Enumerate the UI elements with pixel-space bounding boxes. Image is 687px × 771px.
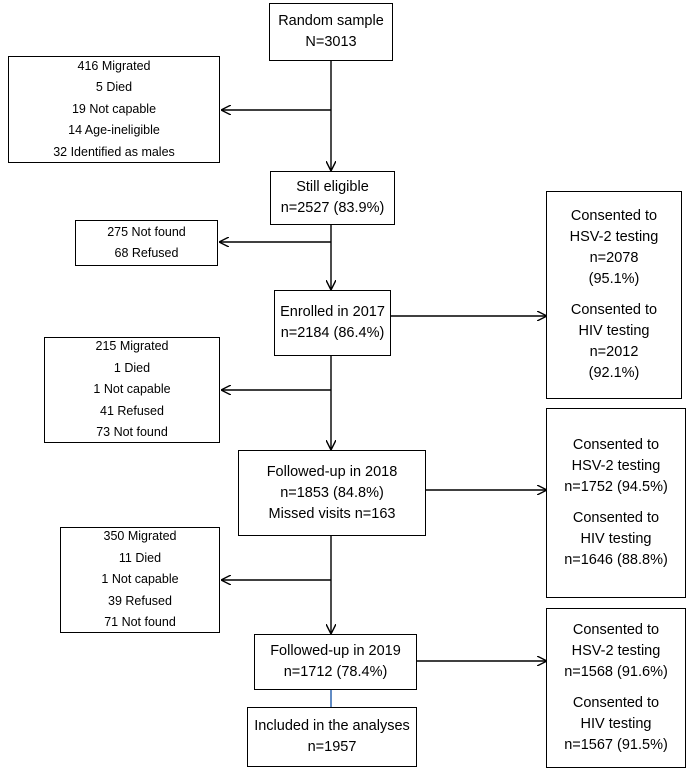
excluded-4-box: 350 Migrated 11 Died 1 Not capable 39 Re… <box>60 527 220 633</box>
followed-2019-count: n=1712 (78.4%) <box>283 664 388 680</box>
excluded-4-line: 350 Migrated <box>103 529 177 544</box>
consent-2017-hiv-line: n=2012 <box>589 344 639 360</box>
consent-2018-hiv-line: Consented to <box>572 510 660 526</box>
consent-2019-box: Consented to HSV-2 testing n=1568 (91.6%… <box>546 608 686 768</box>
excluded-1-line: 19 Not capable <box>71 101 157 116</box>
followed-2018-missed: Missed visits n=163 <box>268 505 396 522</box>
consent-2018-hsv-line: Consented to <box>572 437 660 453</box>
consent-2018-hiv-line: HIV testing <box>580 531 652 547</box>
random-sample-box: Random sample N=3013 <box>269 3 393 61</box>
consent-2017-hsv-line: HSV-2 testing <box>569 229 659 245</box>
consent-2018-hiv-line: n=1646 (88.8%) <box>564 552 668 568</box>
followed-2018-label: Followed-up in 2018 <box>266 463 398 480</box>
consent-2019-hsv-line: Consented to <box>572 622 660 638</box>
consent-2018-hsv-line: HSV-2 testing <box>571 458 661 474</box>
consent-2019-hsv-line: n=1568 (91.6%) <box>564 664 668 680</box>
excluded-2-line: 275 Not found <box>107 224 186 239</box>
enrolled-2017-label: Enrolled in 2017 <box>280 304 385 320</box>
consent-2019-hiv-line: n=1567 (91.5%) <box>564 737 668 753</box>
excluded-1-line: 5 Died <box>95 80 133 95</box>
excluded-2-line: 68 Refused <box>114 246 179 260</box>
still-eligible-count: n=2527 (83.9%) <box>280 200 385 216</box>
random-sample-label: Random sample <box>278 13 384 29</box>
still-eligible-box: Still eligible n=2527 (83.9%) <box>270 171 395 225</box>
excluded-3-box: 215 Migrated 1 Died 1 Not capable 41 Ref… <box>44 337 220 443</box>
random-sample-count: N=3013 <box>305 34 357 50</box>
excluded-4-line: 11 Died <box>118 550 162 565</box>
followed-2019-label: Followed-up in 2019 <box>270 643 401 659</box>
consent-2018-box: Consented to HSV-2 testing n=1752 (94.5%… <box>546 408 686 598</box>
consent-2019-hiv-line: HIV testing <box>580 716 652 732</box>
included-analyses-box: Included in the analyses n=1957 <box>247 707 417 767</box>
consent-2017-box: Consented to HSV-2 testing n=2078 (95.1%… <box>546 191 682 399</box>
consent-2017-hsv-line: n=2078 <box>589 250 639 266</box>
included-analyses-label: Included in the analyses <box>254 718 410 734</box>
excluded-1-line: 14 Age-ineligible <box>68 123 160 138</box>
consent-2017-hiv-line: Consented to <box>570 302 658 318</box>
enrolled-2017-box: Enrolled in 2017 n=2184 (86.4%) <box>274 290 391 356</box>
still-eligible-label: Still eligible <box>296 179 369 195</box>
consent-2019-hiv-line: Consented to <box>572 695 660 711</box>
included-analyses-count: n=1957 <box>307 739 357 755</box>
enrolled-2017-count: n=2184 (86.4%) <box>280 325 385 341</box>
consent-2017-hiv-line: (92.1%) <box>588 365 640 381</box>
excluded-4-line: 1 Not capable <box>101 572 179 587</box>
excluded-3-line: 73 Not found <box>96 425 168 440</box>
followed-2018-count: n=1853 (84.8%) <box>280 484 384 501</box>
consent-2019-hsv-line: HSV-2 testing <box>571 643 661 659</box>
excluded-4-line: 39 Refused <box>108 593 172 608</box>
followed-2018-box: Followed-up in 2018 n=1853 (84.8%) Misse… <box>238 450 426 536</box>
excluded-3-line: 1 Died <box>113 360 151 375</box>
excluded-3-line: 215 Migrated <box>95 339 169 354</box>
consent-2018-hsv-line: n=1752 (94.5%) <box>564 479 668 495</box>
consent-2017-hsv-line: Consented to <box>570 208 658 224</box>
consent-2017-hsv-line: (95.1%) <box>588 271 640 287</box>
excluded-3-line: 1 Not capable <box>93 382 171 397</box>
excluded-1-line: 32 Identified as males <box>53 144 175 159</box>
consent-2017-hiv-line: HIV testing <box>578 323 650 339</box>
excluded-1-box: 416 Migrated 5 Died 19 Not capable 14 Ag… <box>8 56 220 163</box>
excluded-3-line: 41 Refused <box>100 403 164 418</box>
excluded-1-line: 416 Migrated <box>77 58 151 73</box>
followed-2019-box: Followed-up in 2019 n=1712 (78.4%) <box>254 634 417 690</box>
excluded-4-line: 71 Not found <box>104 615 176 630</box>
excluded-2-box: 275 Not found 68 Refused <box>75 220 218 266</box>
